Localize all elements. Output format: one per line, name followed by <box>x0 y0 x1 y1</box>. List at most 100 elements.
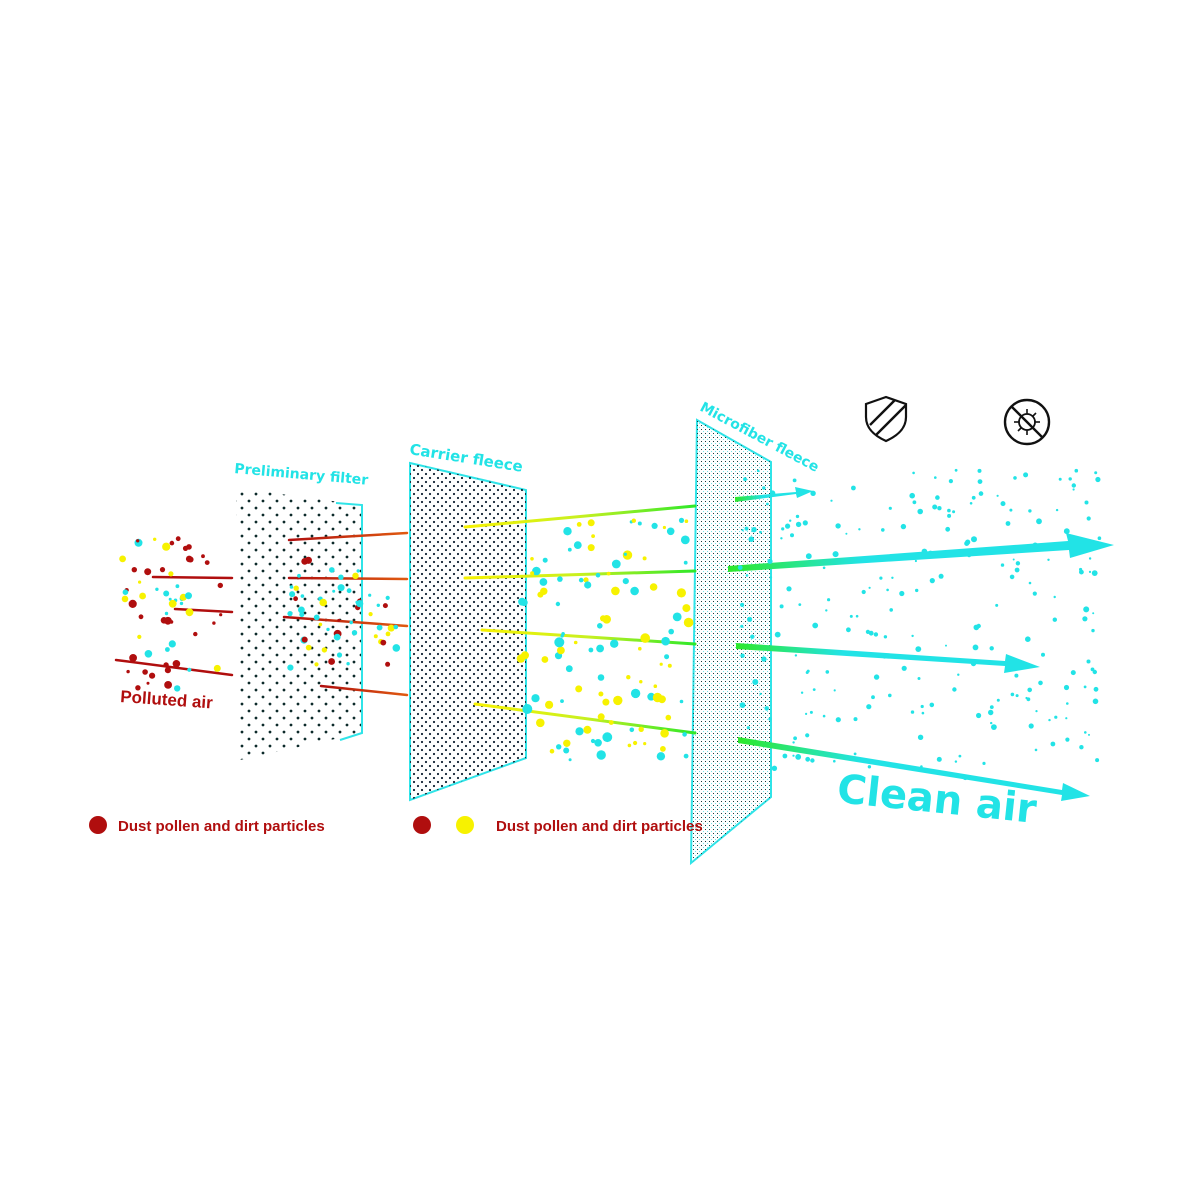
legend: Dust pollen and dirt particles Dust poll… <box>89 816 703 835</box>
particle <box>352 572 359 579</box>
particle <box>935 495 940 500</box>
particle <box>876 555 882 561</box>
particle <box>549 748 555 754</box>
particle <box>664 654 670 660</box>
particle <box>639 680 643 684</box>
particle <box>1084 731 1087 734</box>
particle <box>795 521 802 528</box>
particle <box>587 544 595 552</box>
particle <box>1086 659 1091 664</box>
particle <box>336 652 343 658</box>
particle <box>385 661 391 667</box>
particle <box>597 623 603 629</box>
particle <box>1036 518 1042 525</box>
particle <box>1013 476 1017 480</box>
particle <box>830 499 833 502</box>
particle <box>356 569 360 573</box>
particle <box>138 614 144 620</box>
arrow-4 <box>738 737 1090 801</box>
particle <box>768 717 772 721</box>
particle <box>805 553 812 560</box>
particle <box>382 603 388 609</box>
particle <box>622 578 629 585</box>
particle <box>536 718 545 728</box>
particle <box>920 704 924 709</box>
particle <box>368 593 372 597</box>
particle <box>883 635 888 639</box>
particle <box>846 627 851 633</box>
particle <box>1070 670 1076 676</box>
particle <box>1063 684 1070 691</box>
particle <box>771 765 778 771</box>
particle <box>530 571 535 576</box>
particle <box>1023 472 1029 478</box>
particle <box>1083 685 1087 689</box>
particle <box>393 624 399 630</box>
particle <box>368 612 373 617</box>
particle <box>121 595 129 603</box>
particle <box>174 685 181 692</box>
particle <box>175 584 180 589</box>
particle <box>1047 558 1050 561</box>
particle <box>962 774 968 781</box>
particle <box>131 567 137 573</box>
particle <box>977 479 983 484</box>
particle <box>168 571 174 577</box>
particle <box>595 572 601 578</box>
particle <box>740 624 744 628</box>
particle <box>584 581 592 589</box>
particle <box>380 639 387 646</box>
particle <box>656 752 666 761</box>
particle <box>314 662 319 667</box>
particle <box>633 740 638 746</box>
particle <box>545 700 554 709</box>
particle <box>287 664 294 671</box>
particle <box>165 647 170 652</box>
particle <box>1050 741 1056 747</box>
particle <box>938 573 944 579</box>
particle <box>746 726 750 730</box>
particle <box>346 588 352 594</box>
particle <box>1068 477 1072 481</box>
particle <box>539 578 548 586</box>
particle <box>666 527 675 536</box>
particle <box>833 759 836 763</box>
particle <box>162 542 171 551</box>
particle <box>853 717 858 722</box>
particle <box>795 514 800 519</box>
particle <box>653 684 658 688</box>
particle <box>611 586 620 596</box>
particle <box>937 506 942 511</box>
particle <box>660 729 669 738</box>
particle <box>333 633 341 641</box>
particle <box>531 694 540 703</box>
particle <box>861 589 866 595</box>
particle <box>891 576 894 579</box>
particle <box>849 614 853 618</box>
particle <box>387 624 395 632</box>
particle <box>597 674 605 681</box>
particle <box>328 658 335 665</box>
particle <box>138 580 142 584</box>
particle <box>952 687 957 692</box>
particle <box>164 616 172 625</box>
particle <box>798 603 802 606</box>
particle <box>1088 557 1092 560</box>
particle <box>683 560 688 565</box>
particle <box>914 559 918 563</box>
particle <box>899 590 905 597</box>
particle <box>766 502 769 506</box>
particle <box>542 557 548 563</box>
particle <box>1015 561 1021 566</box>
particle <box>287 611 293 617</box>
particle <box>1054 715 1058 719</box>
particle <box>568 758 572 762</box>
particle <box>163 662 169 668</box>
particle <box>679 699 684 704</box>
particle <box>629 727 635 733</box>
particle <box>1079 745 1084 750</box>
particle <box>888 506 892 510</box>
particle <box>1014 567 1020 573</box>
clean-air-label: Clean air <box>835 766 1039 833</box>
particle <box>136 539 140 543</box>
